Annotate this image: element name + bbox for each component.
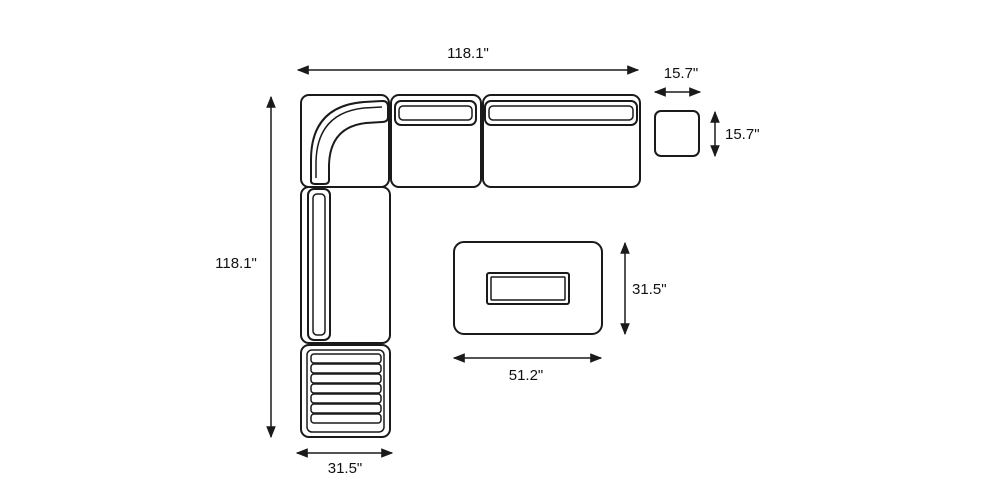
overall-depth-label: 118.1" (215, 255, 257, 272)
coffee-table (453, 241, 603, 335)
overall-width-label: 118.1" (447, 45, 489, 62)
end-seat-module (482, 94, 641, 188)
slatted-chaise-module (300, 344, 391, 438)
table-depth-label: 31.5" (632, 281, 667, 298)
corner-seat-module (300, 94, 390, 188)
ottoman-depth-label: 15.7" (725, 126, 760, 143)
left-seat-module (300, 186, 391, 344)
chaise-width-label: 31.5" (328, 460, 363, 477)
ottoman (654, 110, 700, 157)
ottoman-width-label: 15.7" (664, 65, 699, 82)
table-width-label: 51.2" (509, 367, 544, 384)
middle-seat-module (390, 94, 482, 188)
chaise-slats (310, 353, 382, 424)
